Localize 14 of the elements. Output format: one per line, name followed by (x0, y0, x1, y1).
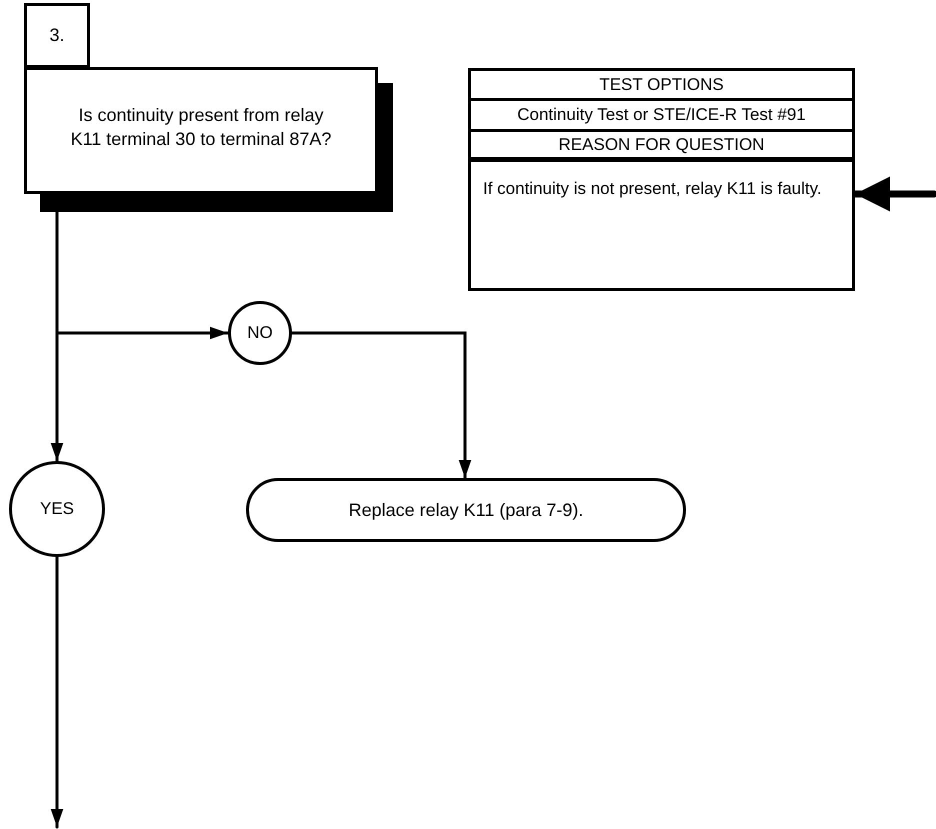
answer-label: YES (40, 498, 74, 520)
question-box (24, 67, 378, 194)
table-cell-text: If continuity is not present, relay K11 is faulty. (482, 178, 823, 200)
action-text: Replace relay K11 (para 7-9). (348, 498, 584, 522)
flow-arrow (290, 332, 472, 480)
table-header: TEST OPTIONS (471, 71, 852, 101)
info-table (468, 68, 855, 291)
question-text: Is continuity present from relay K11 terminal 30 to terminal 87A? (70, 104, 332, 150)
table-cell: Continuity Test or STE/ICE-R Test #91 (471, 101, 852, 132)
step-number: 3. (49, 24, 64, 47)
table-header: REASON FOR QUESTION (471, 132, 852, 162)
flow-arrow (50, 556, 64, 828)
step-number-box (24, 3, 90, 68)
answer-label: NO (247, 322, 273, 344)
